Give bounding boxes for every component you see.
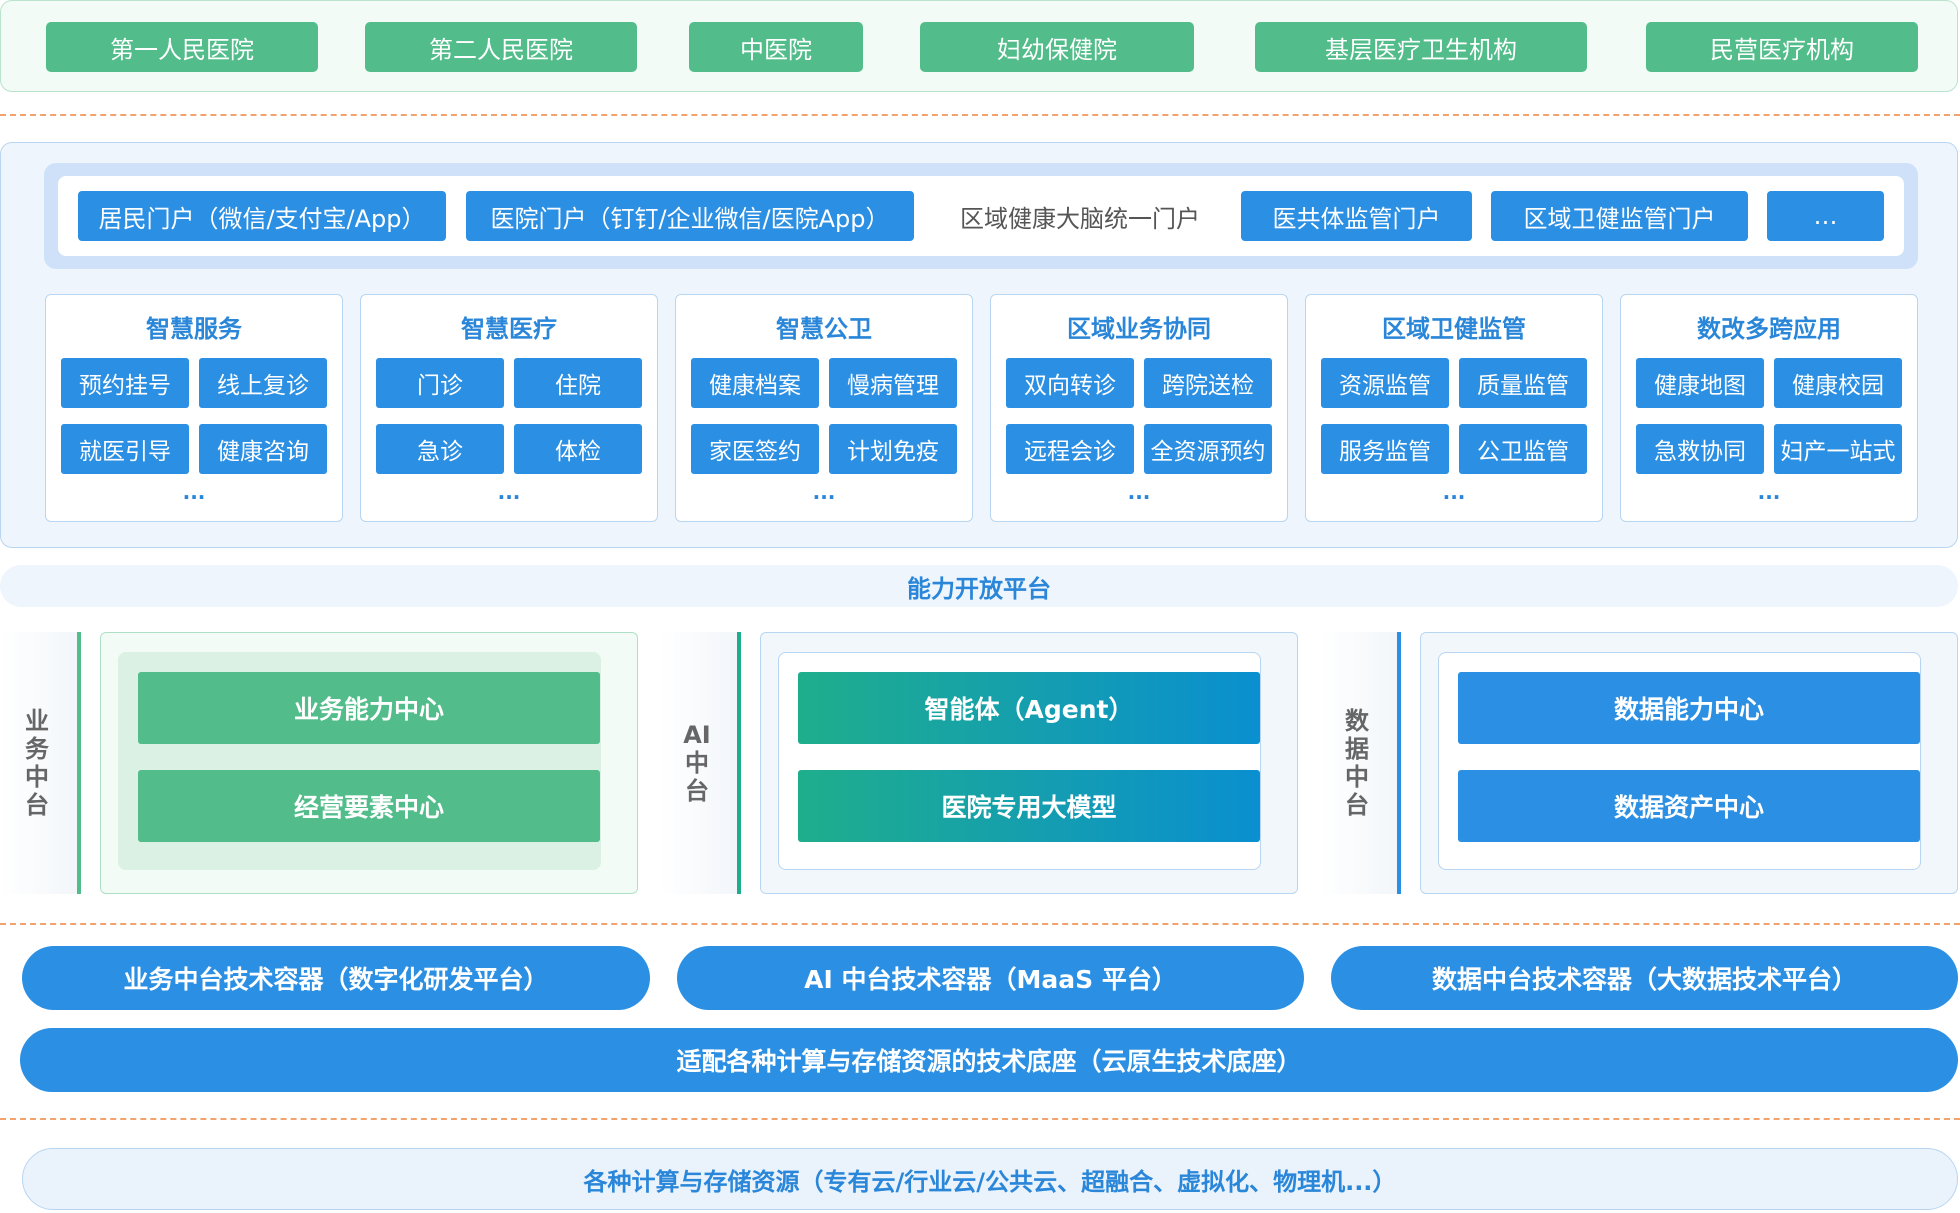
module-item[interactable]: 体检 — [514, 424, 642, 474]
institution-1[interactable]: 第一人民医院 — [46, 22, 318, 72]
portal-more[interactable]: … — [1767, 191, 1884, 241]
side-label-bg — [1320, 632, 1400, 894]
module-item[interactable]: 健康档案 — [691, 358, 819, 408]
dashed-separator — [0, 1118, 1960, 1120]
module-smart-public-health — [675, 294, 973, 522]
business-capability-center[interactable]: 业务能力中心 — [138, 672, 600, 744]
module-item[interactable]: 预约挂号 — [61, 358, 189, 408]
module-item[interactable]: 健康咨询 — [199, 424, 327, 474]
side-label-bg — [660, 632, 740, 894]
module-item[interactable]: 质量监管 — [1459, 358, 1587, 408]
module-item[interactable]: 服务监管 — [1321, 424, 1449, 474]
side-divider — [737, 632, 741, 894]
agent-button[interactable]: 智能体（Agent） — [798, 672, 1260, 744]
module-item[interactable]: 就医引导 — [61, 424, 189, 474]
module-title: 智慧服务 — [146, 314, 242, 343]
institution-3[interactable]: 中医院 — [689, 22, 863, 72]
tech-base[interactable]: 适配各种计算与存储资源的技术底座（云原生技术底座） — [20, 1028, 1958, 1092]
portal-medical-alliance[interactable]: 医共体监管门户 — [1241, 191, 1472, 241]
label-char: 数 — [1345, 707, 1369, 735]
compute-storage-resources: 各种计算与存储资源（专有云/行业云/公共云、超融合、虚拟化、物理机...） — [22, 1148, 1958, 1210]
module-title: 智慧公卫 — [776, 314, 872, 343]
label-char: 台 — [1345, 791, 1369, 819]
dashed-separator — [0, 114, 1960, 116]
module-more: ... — [1757, 480, 1781, 504]
label-char: 中 — [685, 749, 709, 777]
module-regional-supervision — [1305, 294, 1603, 522]
label-char: 中 — [1345, 763, 1369, 791]
module-title: 智慧医疗 — [461, 314, 557, 343]
module-item[interactable]: 健康地图 — [1636, 358, 1764, 408]
portal-regional-health[interactable]: 区域卫健监管门户 — [1491, 191, 1748, 241]
label-char: 业 — [25, 707, 49, 735]
module-more: ... — [497, 480, 521, 504]
side-divider — [77, 632, 81, 894]
module-item[interactable]: 计划免疫 — [829, 424, 957, 474]
module-title: 区域业务协同 — [1067, 314, 1211, 343]
module-item[interactable]: 慢病管理 — [829, 358, 957, 408]
data-capability-center[interactable]: 数据能力中心 — [1458, 672, 1920, 744]
module-item[interactable]: 跨院送检 — [1144, 358, 1272, 408]
portal-hospital[interactable]: 医院门户（钉钉/企业微信/医院App） — [466, 191, 914, 241]
institution-2[interactable]: 第二人民医院 — [365, 22, 637, 72]
module-item[interactable]: 急救协同 — [1636, 424, 1764, 474]
side-label-bg — [0, 632, 80, 894]
module-item[interactable]: 妇产一站式 — [1774, 424, 1902, 474]
business-tech-container[interactable]: 业务中台技术容器（数字化研发平台） — [22, 946, 650, 1010]
module-item[interactable]: 急诊 — [376, 424, 504, 474]
portal-resident[interactable]: 居民门户（微信/支付宝/App） — [78, 191, 446, 241]
module-item[interactable]: 住院 — [514, 358, 642, 408]
dashed-separator — [0, 923, 1960, 925]
module-more: ... — [182, 480, 206, 504]
module-item[interactable]: 健康校园 — [1774, 358, 1902, 408]
ai-tech-container[interactable]: AI 中台技术容器（MaaS 平台） — [677, 946, 1304, 1010]
data-tech-container[interactable]: 数据中台技术容器（大数据技术平台） — [1331, 946, 1958, 1010]
module-item[interactable]: 公卫监管 — [1459, 424, 1587, 474]
hospital-llm-button[interactable]: 医院专用大模型 — [798, 770, 1260, 842]
module-item[interactable]: 双向转诊 — [1006, 358, 1134, 408]
module-cross-department — [1620, 294, 1918, 522]
data-platform-label: 数 据 中 台 — [1332, 632, 1382, 894]
module-item[interactable]: 远程会诊 — [1006, 424, 1134, 474]
module-more: ... — [1127, 480, 1151, 504]
module-title: 数改多跨应用 — [1697, 314, 1841, 343]
data-asset-center[interactable]: 数据资产中心 — [1458, 770, 1920, 842]
module-title: 区域卫健监管 — [1382, 314, 1526, 343]
side-divider — [1397, 632, 1401, 894]
module-more: ... — [1442, 480, 1466, 504]
institution-4[interactable]: 妇幼保健院 — [920, 22, 1194, 72]
label-char: 据 — [1345, 735, 1369, 763]
label-char: AI — [683, 721, 711, 749]
label-char: 台 — [685, 777, 709, 805]
module-regional-collaboration — [990, 294, 1288, 522]
module-item[interactable]: 门诊 — [376, 358, 504, 408]
module-smart-medical — [360, 294, 658, 522]
module-item[interactable]: 资源监管 — [1321, 358, 1449, 408]
institution-5[interactable]: 基层医疗卫生机构 — [1255, 22, 1587, 72]
business-element-center[interactable]: 经营要素中心 — [138, 770, 600, 842]
label-char: 中 — [25, 763, 49, 791]
capability-open-platform: 能力开放平台 — [0, 565, 1958, 607]
business-platform-label: 业 务 中 台 — [12, 632, 62, 894]
institution-6[interactable]: 民营医疗机构 — [1646, 22, 1918, 72]
module-item[interactable]: 家医签约 — [691, 424, 819, 474]
portal-title: 区域健康大脑统一门户 — [960, 204, 1200, 233]
module-smart-service — [45, 294, 343, 522]
module-more: ... — [812, 480, 836, 504]
ai-platform-label: AI 中 台 — [672, 632, 722, 894]
module-item[interactable]: 全资源预约 — [1144, 424, 1272, 474]
module-item[interactable]: 线上复诊 — [199, 358, 327, 408]
label-char: 务 — [25, 735, 49, 763]
label-char: 台 — [25, 791, 49, 819]
